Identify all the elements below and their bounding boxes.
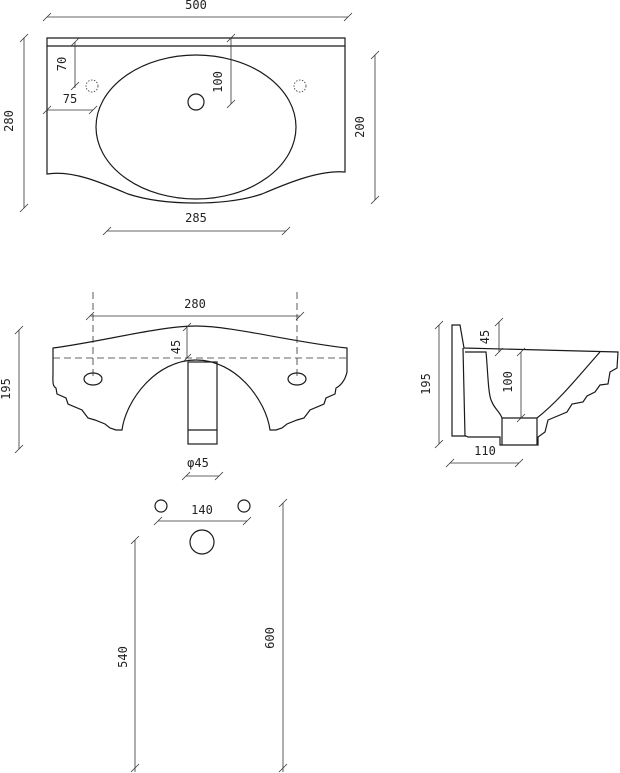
dim-tick <box>434 439 444 449</box>
front-view-outline <box>52 325 348 431</box>
dim-drain-height-label: 540 <box>116 646 130 668</box>
dim-tick <box>130 763 140 773</box>
drain-hole <box>187 93 205 111</box>
dim-tick <box>102 226 112 236</box>
dim-tick <box>181 471 191 481</box>
front-hole-left <box>83 372 103 386</box>
dim-side-rim-label: 45 <box>478 330 492 344</box>
dim-tick <box>514 458 524 468</box>
dim-tick <box>494 347 504 357</box>
dim-tick <box>19 203 29 213</box>
top-view: 500 280 200 285 70 75 100 <box>2 0 380 236</box>
dim-top-depth-label: 200 <box>353 116 367 138</box>
wall-view: 140 540 600 <box>116 498 288 773</box>
dim-tick <box>153 516 163 526</box>
dim-tick <box>295 311 305 321</box>
side-view: 195 45 100 110 <box>419 317 619 468</box>
dim-side-bowl-label: 100 <box>501 371 515 393</box>
dim-front-rim-label: 45 <box>169 340 183 354</box>
dim-tick <box>343 12 353 22</box>
dim-front-height-label: 195 <box>0 378 13 400</box>
dim-top-width-label: 500 <box>185 0 207 12</box>
dim-tick <box>278 763 288 773</box>
dim-drain-diameter-label: φ45 <box>187 456 209 470</box>
dim-tick <box>516 347 526 357</box>
dim-tap-v-label: 70 <box>55 57 69 71</box>
dim-tap-h-label: 75 <box>63 92 77 106</box>
dim-top-height-label: 280 <box>2 110 16 132</box>
dim-tick <box>42 12 52 22</box>
dim-tick <box>370 50 380 60</box>
dim-tick <box>494 317 504 327</box>
dim-tick <box>516 413 526 423</box>
dim-tick <box>278 498 288 508</box>
side-bowl-inner <box>465 351 601 419</box>
dim-drain-offset-label: 100 <box>211 71 225 93</box>
tap-hole-right <box>293 79 307 93</box>
dim-wall-spacing-label: 140 <box>191 503 213 517</box>
dim-tick <box>85 311 95 321</box>
wall-tap-hole-right <box>237 499 251 513</box>
dim-front-spacing-label: 280 <box>184 297 206 311</box>
dim-tick <box>434 320 444 330</box>
front-hole-right <box>287 372 307 386</box>
dim-side-base-label: 110 <box>474 444 496 458</box>
dim-tick <box>281 226 291 236</box>
top-view-outline <box>46 37 346 204</box>
dim-tick <box>226 99 236 109</box>
wall-tap-hole-left <box>154 499 168 513</box>
tap-hole-left <box>85 79 99 93</box>
dim-tick <box>214 471 224 481</box>
dim-bowl-width-label: 285 <box>185 211 207 225</box>
dim-tick <box>88 105 98 115</box>
dim-rim-height-label: 600 <box>263 627 277 649</box>
bowl-outline <box>95 54 297 200</box>
dim-tick <box>182 353 192 363</box>
dim-tick <box>130 535 140 545</box>
dim-tick <box>242 516 252 526</box>
wall-drain-hole <box>189 529 215 555</box>
dim-tick <box>70 81 80 91</box>
side-drain-block <box>501 418 538 445</box>
dim-tick <box>42 105 52 115</box>
dim-tick <box>226 33 236 43</box>
dim-tick <box>370 195 380 205</box>
dim-side-height-label: 195 <box>419 373 433 395</box>
dim-tick <box>14 325 24 335</box>
dim-tick <box>70 37 80 47</box>
dim-tick <box>14 444 24 454</box>
dim-tick <box>19 33 29 43</box>
front-drain-pipe <box>187 361 218 445</box>
side-view-outline <box>451 324 619 446</box>
side-wall-line <box>462 347 466 437</box>
dim-tick <box>445 458 455 468</box>
dim-tick <box>182 322 192 332</box>
front-view: 280 45 195 φ45 <box>0 292 348 481</box>
